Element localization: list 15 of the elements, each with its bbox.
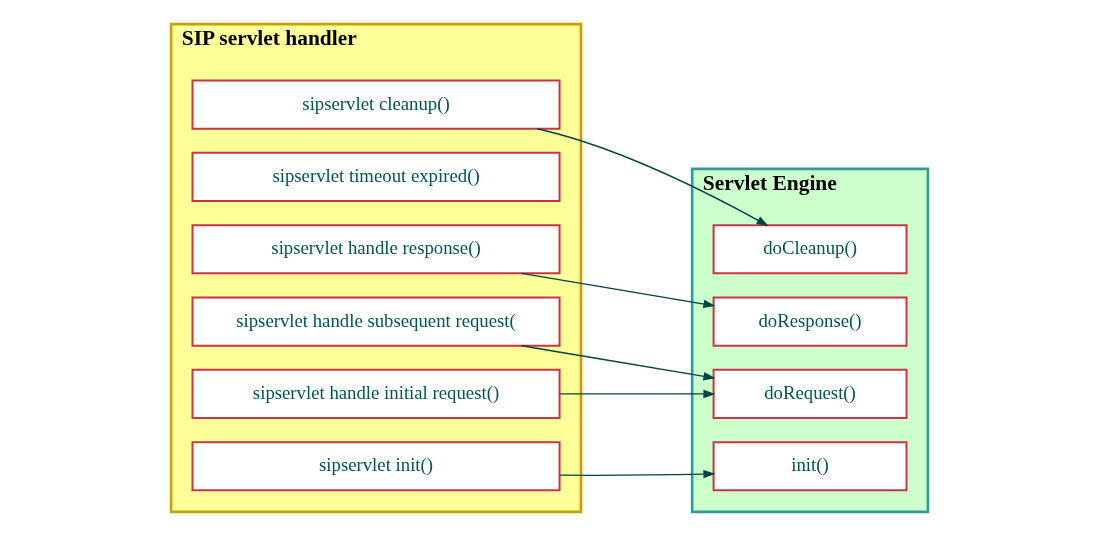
- node-box: sipservlet handle response(): [191, 224, 561, 275]
- node-box: sipservlet handle initial request(): [191, 368, 561, 420]
- node-box: sipservlet timeout expired(): [191, 151, 561, 203]
- node-box: init(): [712, 441, 907, 492]
- node-box: doResponse(): [712, 296, 907, 347]
- node-box: doCleanup(): [712, 224, 907, 275]
- arrow: [536, 128, 769, 227]
- arrow: [558, 469, 715, 479]
- arrow: [520, 272, 715, 309]
- arrow: [520, 345, 715, 381]
- node-box: sipservlet handle subsequent request(: [191, 296, 561, 347]
- arrow: [558, 389, 715, 399]
- node-box: sipservlet init(): [191, 441, 561, 492]
- node-box: sipservlet cleanup(): [191, 79, 561, 130]
- node-box: doRequest(): [712, 368, 907, 420]
